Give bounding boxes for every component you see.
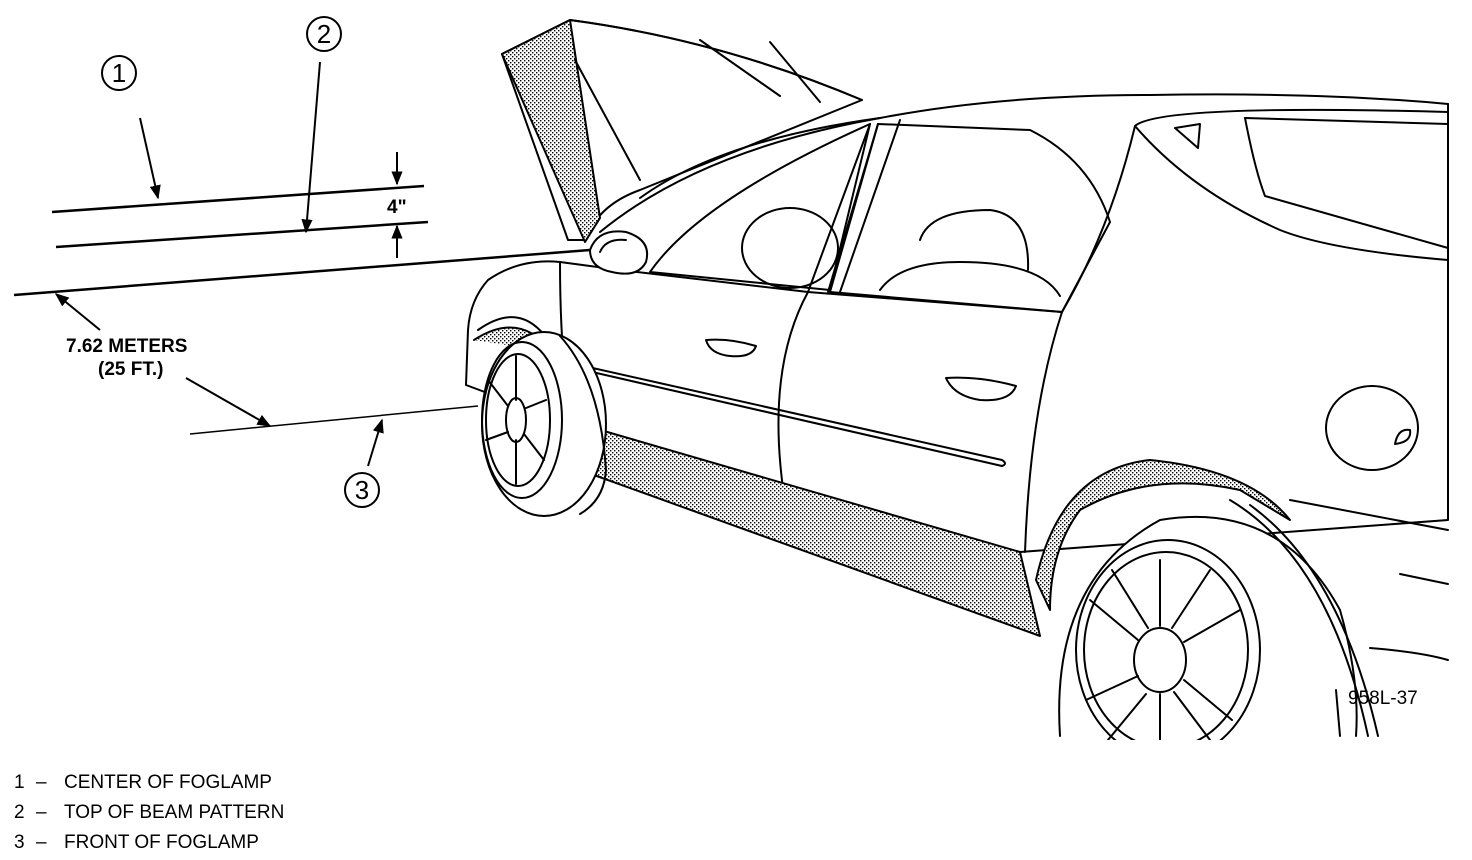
legend-item-1-number: 1 — [14, 772, 25, 793]
aiming-lines — [13, 184, 591, 435]
callout-3-number: 3 — [355, 475, 369, 505]
front-window — [649, 123, 871, 291]
rear-door-window — [829, 123, 1111, 313]
callout-2: 2 — [301, 16, 342, 234]
car-illustration — [465, 19, 1449, 740]
floor-reference-line — [13, 248, 591, 297]
fuel-door — [1325, 385, 1419, 471]
front-of-foglamp-line — [189, 405, 479, 435]
legend-item-3: 3–FRONT OF FOGLAMP — [14, 828, 284, 858]
top-of-beam-pattern-line — [55, 220, 429, 249]
callout-legend: 1–CENTER OF FOGLAMP 2–TOP OF BEAM PATTER… — [14, 768, 284, 858]
legend-item-2-number: 2 — [14, 802, 25, 823]
legend-item-2-label: TOP OF BEAM PATTERN — [64, 802, 285, 823]
distance-imperial-label: (25 FT.) — [98, 359, 163, 380]
side-mirror — [589, 230, 648, 275]
center-of-foglamp-line — [51, 184, 425, 214]
legend-item-1-label: CENTER OF FOGLAMP — [64, 772, 272, 793]
callout-1: 1 — [101, 55, 161, 200]
dimension-label: 4" — [387, 197, 407, 218]
roofline — [599, 93, 1449, 233]
callout-1-number: 1 — [112, 58, 126, 88]
rear-wheel — [1058, 499, 1379, 740]
distance-metric-label: 7.62 METERS — [66, 336, 187, 357]
callout-3: 3 — [344, 418, 384, 508]
foglamp-aiming-diagram: 4" 7.62 METERS (25 FT.) 1 2 3 — [13, 16, 1449, 740]
legend-item-3-number: 3 — [14, 832, 25, 853]
callout-2-number: 2 — [317, 19, 331, 49]
legend-item-2: 2–TOP OF BEAM PATTERN — [14, 798, 284, 828]
legend-item-1: 1–CENTER OF FOGLAMP — [14, 768, 284, 798]
legend-separator: – — [36, 832, 47, 853]
rear-quarter-window — [1134, 108, 1449, 261]
legend-separator: – — [36, 772, 47, 793]
distance-arrows — [54, 293, 272, 427]
legend-item-3-label: FRONT OF FOGLAMP — [64, 832, 259, 853]
figure-id: 958L-37 — [1348, 688, 1418, 709]
front-wheel — [481, 331, 607, 517]
legend-separator: – — [36, 802, 47, 823]
